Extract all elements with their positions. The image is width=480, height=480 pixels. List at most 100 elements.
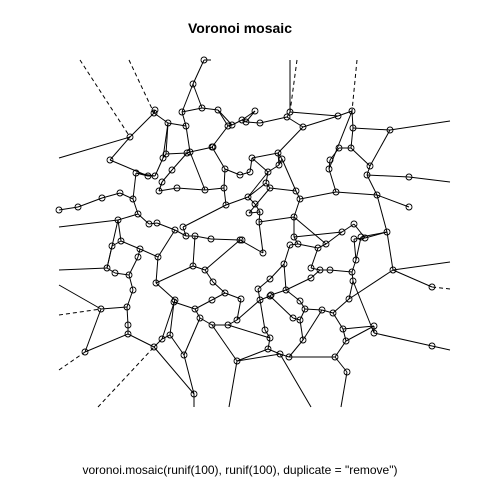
voronoi-vertex bbox=[405, 173, 413, 181]
voronoi-vertex bbox=[325, 165, 333, 173]
voronoi-edge bbox=[265, 171, 269, 184]
voronoi-vertex bbox=[266, 184, 274, 192]
voronoi-edge bbox=[247, 171, 269, 198]
voronoi-edge bbox=[279, 353, 312, 408]
voronoi-edge bbox=[137, 213, 150, 225]
voronoi-vertex bbox=[224, 321, 232, 329]
voronoi-edge bbox=[241, 110, 256, 121]
voronoi-edge bbox=[351, 271, 354, 282]
voronoi-vertex bbox=[228, 121, 236, 129]
voronoi-vertex bbox=[201, 186, 209, 194]
voronoi-vertex bbox=[125, 271, 133, 279]
voronoi-vertex bbox=[314, 244, 322, 252]
voronoi-vertex bbox=[296, 316, 304, 324]
voronoi-vertex bbox=[191, 305, 199, 313]
voronoi-edge bbox=[225, 196, 249, 206]
voronoi-vertex bbox=[322, 240, 330, 248]
voronoi-edge bbox=[376, 194, 410, 208]
voronoi-edge bbox=[192, 59, 205, 85]
voronoi-vertex bbox=[151, 172, 159, 180]
voronoi-vertex bbox=[74, 203, 82, 211]
voronoi-vertex bbox=[278, 155, 286, 163]
voronoi-edge bbox=[58, 267, 108, 271]
voronoi-edge bbox=[183, 354, 195, 395]
voronoi-edge bbox=[355, 236, 362, 261]
voronoi-vertex bbox=[221, 289, 229, 297]
voronoi-edge bbox=[317, 243, 327, 249]
voronoi-edge bbox=[352, 280, 375, 334]
voronoi-edge bbox=[293, 216, 327, 245]
voronoi-vertex bbox=[173, 184, 181, 192]
voronoi-edge bbox=[281, 158, 297, 192]
voronoi-vertex bbox=[370, 322, 378, 330]
voronoi-edge bbox=[373, 332, 433, 347]
voronoi-edge bbox=[267, 164, 280, 173]
voronoi-edge bbox=[352, 127, 391, 131]
voronoi-vertex bbox=[294, 240, 302, 248]
voronoi-vertex bbox=[316, 266, 324, 274]
voronoi-vertex bbox=[357, 233, 365, 241]
voronoi-edge bbox=[288, 339, 304, 358]
voronoi-vertex bbox=[254, 285, 262, 293]
voronoi-edge bbox=[185, 125, 191, 153]
voronoi-vertex bbox=[116, 189, 124, 197]
plot-caption: voronoi.mosaic(runif(100), runif(100), d… bbox=[82, 463, 398, 477]
voronoi-vertex bbox=[428, 283, 436, 291]
voronoi-vertex bbox=[301, 305, 309, 313]
voronoi-unbounded-edge bbox=[79, 59, 131, 138]
voronoi-vertex bbox=[97, 305, 105, 313]
voronoi-edge bbox=[269, 187, 297, 192]
voronoi-edge bbox=[302, 115, 339, 128]
voronoi-edge bbox=[231, 119, 243, 126]
voronoi-vertex bbox=[182, 122, 190, 130]
voronoi-edge bbox=[181, 83, 194, 113]
voronoi-vertex bbox=[238, 116, 246, 124]
voronoi-edge bbox=[251, 157, 269, 173]
voronoi-vertex bbox=[283, 113, 291, 121]
voronoi-vertex bbox=[183, 149, 191, 157]
voronoi-edge bbox=[239, 239, 264, 254]
voronoi-edge bbox=[129, 112, 155, 138]
voronoi-vertex bbox=[256, 296, 264, 304]
voronoi-edge bbox=[181, 111, 187, 127]
voronoi-edge bbox=[245, 121, 261, 124]
voronoi-vertex bbox=[81, 348, 89, 356]
voronoi-vertex bbox=[182, 232, 190, 240]
voronoi-edge bbox=[337, 110, 353, 117]
voronoi-vertex bbox=[123, 303, 131, 311]
voronoi-edges bbox=[58, 59, 451, 408]
voronoi-vertex bbox=[134, 210, 142, 218]
voronoi-edge bbox=[249, 157, 253, 173]
voronoi-edge bbox=[259, 299, 266, 331]
voronoi-vertex bbox=[266, 292, 274, 300]
voronoi-edge bbox=[169, 334, 185, 356]
voronoi-edge bbox=[194, 308, 201, 319]
voronoi-unbounded-edge bbox=[289, 59, 298, 113]
voronoi-vertex bbox=[350, 220, 358, 228]
voronoi-vertex bbox=[214, 106, 222, 114]
voronoi-edge bbox=[341, 223, 355, 233]
voronoi-edge bbox=[111, 240, 122, 247]
voronoi-vertex bbox=[238, 236, 246, 244]
voronoi-vertex bbox=[245, 209, 253, 217]
voronoi-vertex bbox=[428, 342, 436, 350]
voronoi-vertex bbox=[242, 118, 250, 126]
voronoi-edge bbox=[155, 282, 176, 301]
voronoi-edge bbox=[158, 181, 163, 192]
voronoi-vertex bbox=[132, 169, 140, 177]
voronoi-edge bbox=[299, 300, 306, 310]
voronoi-vertex bbox=[335, 144, 343, 152]
voronoi-vertex bbox=[266, 275, 274, 283]
voronoi-vertex bbox=[326, 266, 334, 274]
voronoi-vertex bbox=[136, 245, 144, 253]
voronoi-edge bbox=[258, 216, 295, 223]
voronoi-vertex bbox=[280, 260, 288, 268]
voronoi-edge bbox=[277, 152, 283, 160]
voronoi-edge bbox=[293, 236, 299, 245]
voronoi-edge bbox=[328, 110, 353, 170]
voronoi-vertex bbox=[180, 351, 188, 359]
voronoi-edge bbox=[135, 172, 149, 177]
voronoi-edge bbox=[171, 152, 188, 171]
voronoi-vertex bbox=[162, 150, 170, 158]
voronoi-vertex bbox=[331, 353, 339, 361]
